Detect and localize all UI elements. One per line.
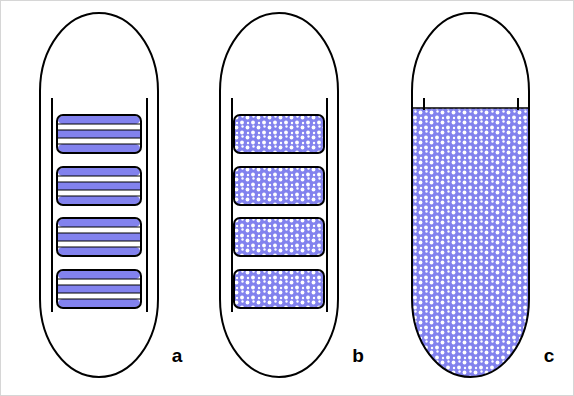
cell-a-drawing: [40, 13, 158, 377]
fill-level: [413, 107, 528, 109]
striped-granule: [57, 270, 141, 308]
cell-outline: [412, 13, 529, 377]
side-bar: [326, 98, 328, 312]
cell-c-drawing: [405, 13, 535, 383]
dotted-fill: [412, 108, 529, 377]
cell-b-drawing: [220, 13, 338, 377]
side-bar: [146, 98, 148, 312]
panel-letter: a: [172, 346, 183, 365]
striped-granule: [57, 167, 141, 205]
side-bar: [51, 98, 53, 312]
panel-letter: c: [544, 346, 555, 365]
dotted-granule: [234, 218, 324, 256]
dotted-granule: [234, 115, 324, 153]
side-bar: [423, 98, 425, 110]
dotted-granule: [234, 167, 324, 205]
striped-granule: [57, 115, 141, 153]
dotted-granule: [234, 270, 324, 308]
side-bar: [517, 98, 519, 110]
striped-granule: [57, 218, 141, 256]
side-bar: [231, 98, 233, 312]
panel-letter: b: [352, 346, 364, 365]
cell-outline: [220, 13, 338, 377]
cell-outline: [40, 13, 158, 377]
